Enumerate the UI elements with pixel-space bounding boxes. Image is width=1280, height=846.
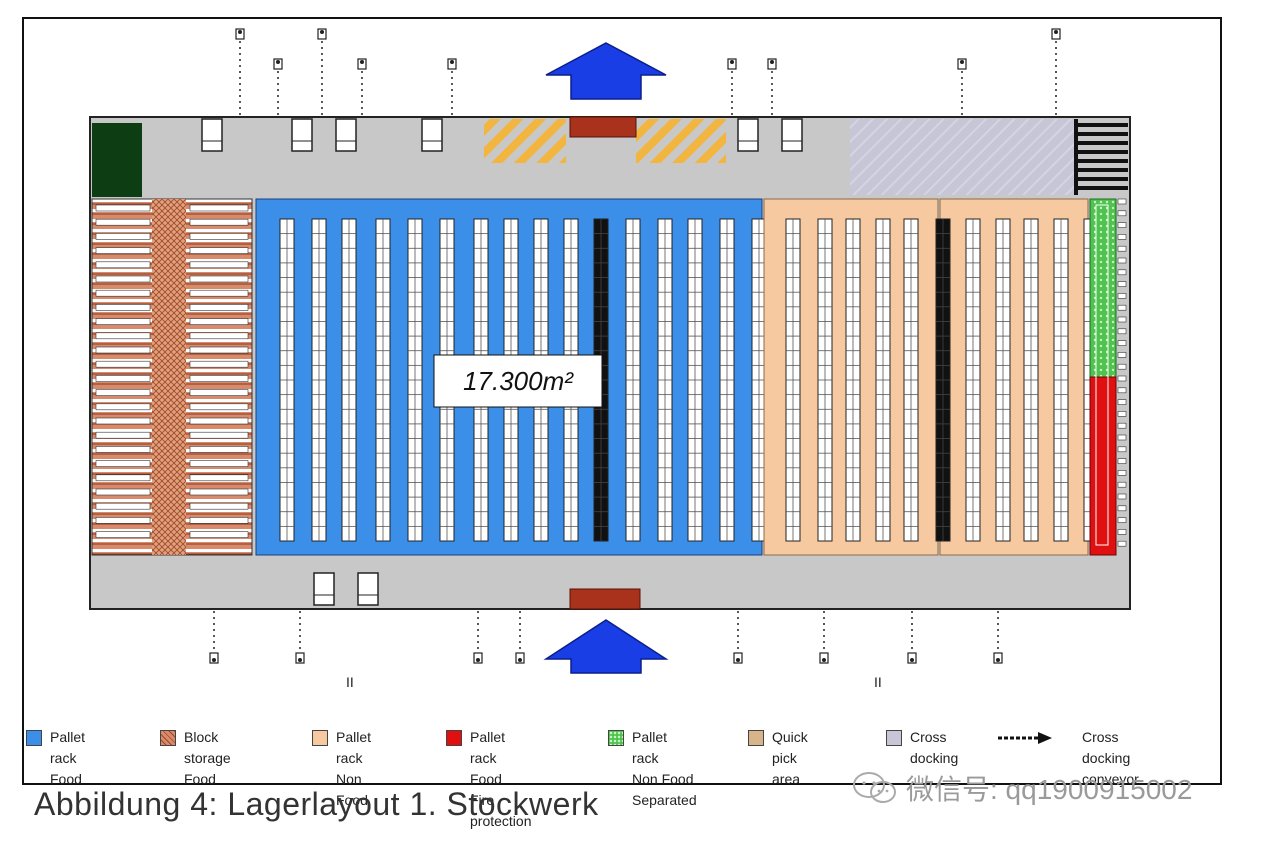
legend-swatch [26, 730, 42, 746]
rack-row [1053, 218, 1069, 542]
legend-label: Pallet rack Non Food [336, 729, 372, 808]
truck-icon [295, 611, 305, 664]
legend-label: Quick pick area [772, 729, 808, 787]
truck-icon [957, 58, 967, 115]
rack-row [375, 218, 391, 542]
area-label-box [433, 354, 603, 408]
truck-icon [209, 611, 1003, 664]
dock-stations-bottom [313, 572, 379, 606]
warehouse-layout: 17.300m² II II [89, 28, 1131, 690]
rack-row [1023, 218, 1039, 542]
dark-green-zone [92, 123, 142, 197]
marker-text: II [874, 674, 882, 690]
up-arrow-icon [543, 619, 669, 674]
legend-swatch [748, 730, 764, 746]
legend-label: Cross docking [910, 729, 959, 766]
dock-station [357, 572, 379, 606]
rack-row [965, 218, 981, 542]
rack-row [279, 218, 295, 542]
separated-rack-row [1095, 204, 1109, 546]
truck-icon [819, 611, 829, 664]
dock-station [291, 118, 313, 152]
diagram-frame: 17.300m² II II Pallet rack Food Block stor… [22, 17, 1222, 829]
dock-station [421, 118, 443, 152]
legend-label: Cross docking conveyor [1082, 729, 1139, 787]
pallet-rack-fire-protection-zone [1089, 376, 1117, 556]
dock-stations-top [201, 118, 803, 152]
rack-row [785, 218, 801, 542]
dock-station [313, 572, 335, 606]
truck-icon [447, 58, 457, 115]
rack-row [407, 218, 423, 542]
rack-row [341, 218, 357, 542]
rack-row [935, 218, 951, 542]
dock-station [737, 118, 759, 152]
rack-row [311, 218, 327, 542]
wechat-icon [853, 772, 896, 803]
pallet-rack-non-food-separated-zone [1089, 198, 1117, 378]
truck-icon [357, 58, 367, 115]
truck-icon [727, 58, 737, 115]
conveyor-icon [1074, 119, 1128, 195]
truck-icon [473, 611, 483, 664]
legend-label: Pallet rack Non Food Separated [632, 729, 697, 808]
legend-swatch [312, 730, 328, 746]
marker-text: II [346, 674, 354, 690]
figure-caption: Abbildung 4: Lagerlayout 1. Stockwerk [34, 786, 599, 822]
dock-door [569, 588, 641, 610]
truck-icon [235, 28, 245, 115]
block-storage-aisle [152, 199, 186, 555]
legend-label: Pallet rack Food Fire protection [470, 729, 532, 829]
up-arrow-icon [545, 42, 667, 100]
truck-icon [1051, 28, 1061, 115]
rack-row [845, 218, 861, 542]
legend-swatch [608, 730, 624, 746]
legend-swatch [446, 730, 462, 746]
quick-pick-area [484, 119, 566, 163]
block-storage-rows [95, 204, 249, 538]
dock-station [335, 118, 357, 152]
side-rack-column [1117, 198, 1127, 547]
rack-row [875, 218, 891, 542]
truck-icon [209, 611, 219, 664]
rack-row [903, 218, 919, 542]
rack-row [687, 218, 703, 542]
rack-row [719, 218, 735, 542]
cross-docking-area [850, 119, 1076, 195]
watermark: 微信号: qq1900915002 [852, 768, 1192, 808]
truck-icon [993, 611, 1003, 664]
quick-pick-area [636, 119, 726, 163]
rack-row [657, 218, 673, 542]
truck-icon [907, 611, 917, 664]
truck-icon [273, 58, 283, 115]
rack-row [995, 218, 1011, 542]
rack-row [817, 218, 833, 542]
legend-swatch [998, 730, 1054, 744]
legend-swatch [886, 730, 902, 746]
dock-station [201, 118, 223, 152]
legend-swatch [160, 730, 176, 746]
watermark-text: 微信号: qq1900915002 [906, 774, 1193, 805]
truck-icon [317, 28, 327, 115]
truck-icon [767, 58, 777, 115]
area-label: 17.300m² [463, 366, 574, 396]
truck-icon [515, 611, 525, 664]
legend-label: Block storage Food [184, 729, 231, 787]
legend-label: Pallet rack Food [50, 729, 86, 787]
rack-row [625, 218, 641, 542]
dock-station [781, 118, 803, 152]
truck-icon [733, 611, 743, 664]
dock-door [569, 116, 637, 138]
truck-icon [235, 28, 1061, 115]
